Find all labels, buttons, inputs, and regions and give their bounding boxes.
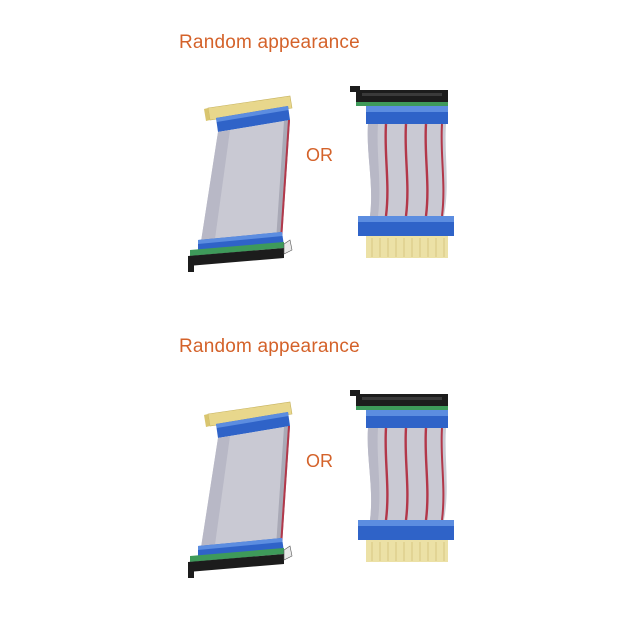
straight-riser-cable-image [350,390,454,562]
random-appearance-caption: Random appearance [179,336,360,357]
or-label: OR [306,451,333,471]
angled-riser-cable-image [188,401,293,578]
or-label: OR [306,145,333,165]
random-appearance-caption: Random appearance [179,32,360,53]
angled-riser-cable-image [188,95,293,272]
straight-riser-cable-image [350,86,454,258]
